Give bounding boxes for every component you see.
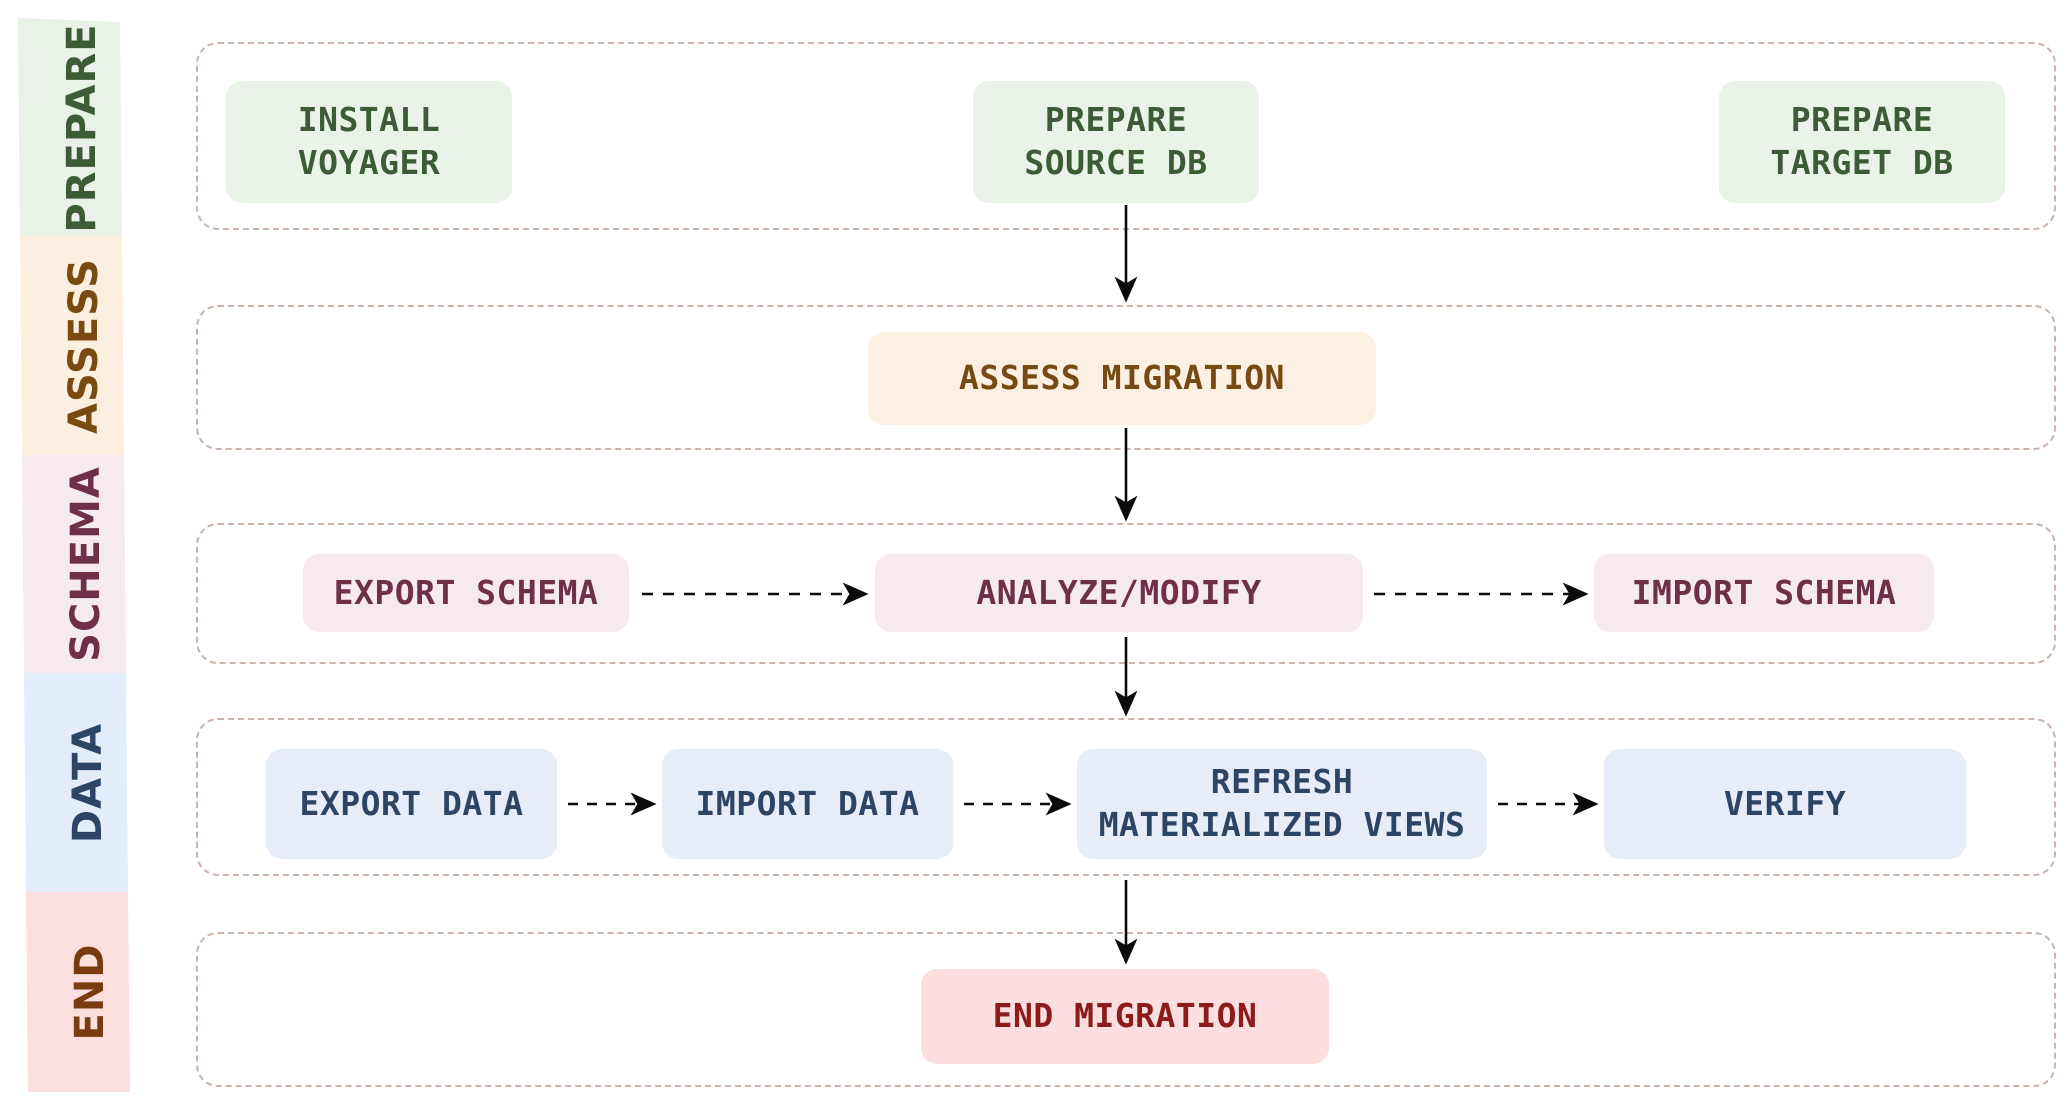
node-analyze-modify[interactable]: ANALYZE/MODIFY xyxy=(875,554,1363,632)
node-assess-migration[interactable]: ASSESS MIGRATION xyxy=(868,332,1376,425)
lane-label-end: END xyxy=(67,943,113,1040)
node-end-migration[interactable]: END MIGRATION xyxy=(921,969,1329,1064)
node-verify[interactable]: VERIFY xyxy=(1604,749,1966,859)
stage-container-data xyxy=(196,718,2056,876)
lane-label-prepare: PREPARE xyxy=(59,23,105,232)
lane-label-schema: SCHEMA xyxy=(63,466,109,662)
node-prepare-source-db[interactable]: PREPARE SOURCE DB xyxy=(973,81,1259,203)
node-import-data[interactable]: IMPORT DATA xyxy=(662,749,953,859)
node-prepare-target-db[interactable]: PREPARE TARGET DB xyxy=(1719,81,2005,203)
lane-band-schema xyxy=(22,455,126,673)
node-refresh-materialized-views[interactable]: REFRESH MATERIALIZED VIEWS xyxy=(1077,749,1487,859)
lane-label-assess: ASSESS xyxy=(61,258,107,434)
lane-band-end xyxy=(26,892,130,1092)
node-export-data[interactable]: EXPORT DATA xyxy=(266,749,557,859)
lane-band-data xyxy=(24,673,128,892)
node-import-schema[interactable]: IMPORT SCHEMA xyxy=(1594,554,1934,632)
swimlane-rail: PREPARE ASSESS SCHEMA DATA END xyxy=(0,0,150,1105)
lane-band-prepare xyxy=(18,18,122,236)
node-export-schema[interactable]: EXPORT SCHEMA xyxy=(303,554,629,632)
lane-label-data: DATA xyxy=(65,723,111,843)
node-install-voyager[interactable]: INSTALL VOYAGER xyxy=(226,81,512,203)
lane-band-assess xyxy=(20,236,124,455)
